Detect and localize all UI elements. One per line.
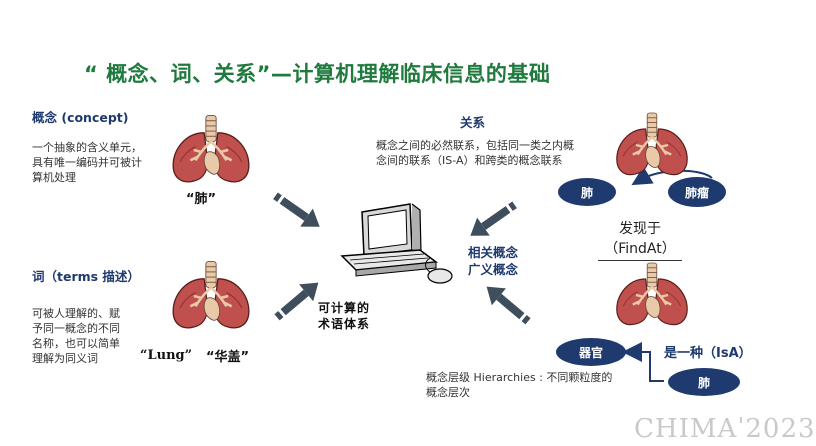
findat-line: （FindAt） bbox=[604, 241, 676, 257]
findat-underline bbox=[598, 260, 682, 261]
concept-example: “肺” bbox=[186, 192, 217, 207]
relation-description: 概念之间的必然联系，包括同一类之内概 念间的联系（IS-A）和跨类的概念联系 bbox=[376, 138, 616, 168]
terms-desc-line: 可被人理解的、赋 bbox=[32, 307, 120, 320]
computable-line: 术语体系 bbox=[318, 317, 371, 331]
chima-watermark: CHIMAˈ2023 bbox=[634, 414, 816, 444]
terms-heading: 词（terms 描述） bbox=[32, 269, 140, 284]
arrow-terms-to-computer bbox=[274, 282, 319, 321]
lung-illustration-hierarchy bbox=[615, 261, 689, 326]
hierarchy-desc-line: 概念层级 Hierarchies : 不同颗粒度的 bbox=[426, 371, 613, 384]
concept-description: 一个抽象的含义单元， 具有唯一编码并可被计 算机处理 bbox=[32, 140, 162, 185]
hierarchy-description: 概念层级 Hierarchies : 不同颗粒度的 概念层次 bbox=[426, 370, 646, 400]
findat-label: 发现于 （FindAt） bbox=[596, 219, 684, 259]
terms-desc-line: 理解为同义词 bbox=[32, 352, 98, 365]
arrow-relation-to-computer bbox=[470, 201, 517, 236]
concept-desc-line: 具有唯一编码并可被计 bbox=[32, 156, 142, 169]
terms-desc-line: 名称，也可以简单 bbox=[32, 337, 120, 350]
concept-heading: 概念 (concept) bbox=[32, 110, 129, 125]
page-title: “ 概念、词、关系”—计算机理解临床信息的基础 bbox=[84, 62, 551, 86]
computable-terminology-label: 可计算的 术语体系 bbox=[318, 300, 370, 332]
findat-line: 发现于 bbox=[619, 221, 661, 237]
relation-heading: 关系 bbox=[460, 115, 486, 130]
terms-description: 可被人理解的、赋 予同一概念的不同 名称，也可以简单 理解为同义词 bbox=[32, 306, 142, 366]
terms-example-cn: “华盖” bbox=[206, 350, 250, 365]
relation-desc-line: 概念之间的必然联系，包括同一类之内概 bbox=[376, 139, 574, 152]
arrows-layer bbox=[273, 166, 713, 382]
computable-line: 可计算的 bbox=[318, 301, 371, 315]
terms-example-en: “Lung” bbox=[140, 348, 193, 363]
related-line: 相关概念 bbox=[468, 245, 519, 260]
node-organ: 器官 bbox=[556, 338, 626, 366]
related-line: 广义概念 bbox=[468, 262, 519, 277]
relation-desc-line: 念间的联系（IS-A）和跨类的概念联系 bbox=[376, 154, 563, 167]
hierarchy-desc-line: 概念层次 bbox=[426, 386, 470, 399]
isa-label: 是一种（IsA） bbox=[664, 346, 752, 361]
concept-desc-line: 一个抽象的含义单元， bbox=[32, 141, 142, 154]
arrow-hierarchy-to-computer bbox=[486, 286, 531, 325]
node-lung-hierarchy: 肺 bbox=[668, 368, 740, 396]
related-concepts-label: 相关概念 广义概念 bbox=[468, 244, 518, 278]
terms-desc-line: 予同一概念的不同 bbox=[32, 322, 120, 335]
lung-illustration-relation bbox=[615, 111, 689, 176]
computer-icon bbox=[340, 203, 453, 284]
isa-arrow bbox=[622, 342, 664, 382]
arrow-concept-to-computer bbox=[273, 192, 320, 227]
concept-desc-line: 算机处理 bbox=[32, 171, 76, 184]
node-lung-tumor: 肺瘤 bbox=[668, 177, 726, 207]
node-lung-relation: 肺 bbox=[558, 178, 616, 206]
